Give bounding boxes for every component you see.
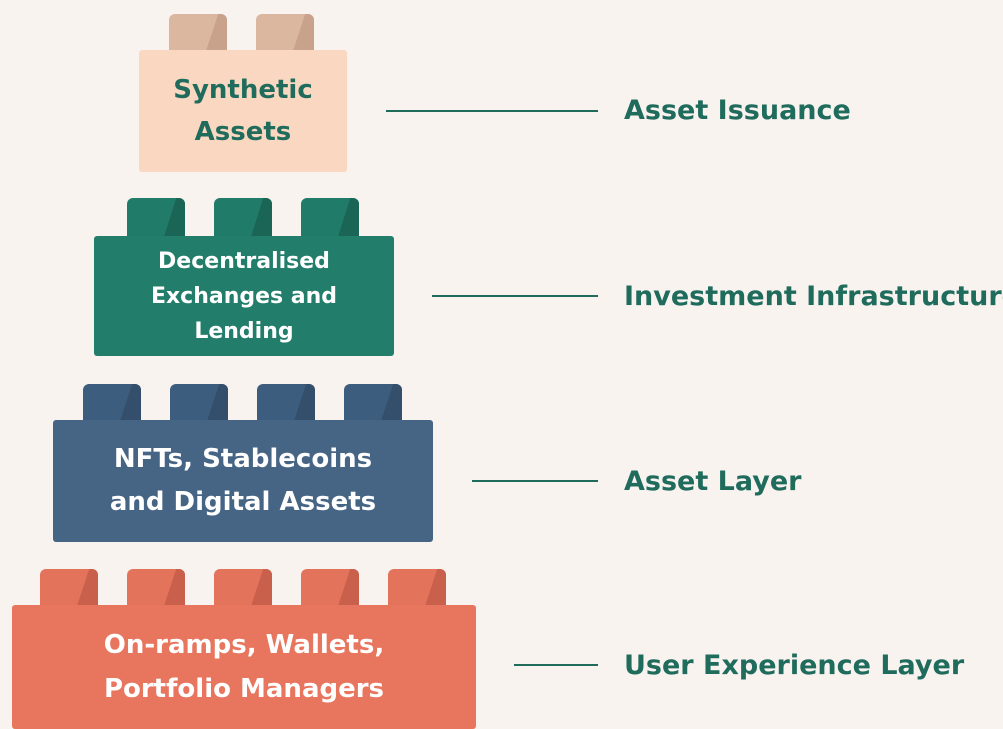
block-body: Decentralised Exchanges and Lending (94, 236, 394, 356)
block-stud (127, 198, 185, 240)
connector-line (386, 110, 598, 112)
block-text-line: Exchanges and (150, 283, 338, 309)
block-stud (127, 569, 185, 609)
block-text-line: Synthetic (173, 75, 313, 105)
layer-label-asset-issuance: Asset Issuance (624, 95, 851, 126)
block-body: On-ramps, Wallets, Portfolio Managers (12, 605, 476, 729)
block-text-line: Lending (194, 318, 294, 344)
block-stud (344, 384, 402, 424)
block-text-line: Decentralised (158, 248, 330, 274)
connector-line (514, 664, 598, 666)
block-text-line: On-ramps, Wallets, (103, 630, 385, 660)
block-stud (256, 14, 314, 54)
block-stud (388, 569, 446, 609)
block-stud (214, 198, 272, 240)
layer-label-user-experience-layer: User Experience Layer (624, 650, 965, 681)
connector-line (472, 480, 598, 482)
block-text-line: Assets (194, 117, 292, 147)
block-on-ramps-wallets: On-ramps, Wallets, Portfolio Managers (12, 569, 476, 729)
block-decentralised-exchanges: Decentralised Exchanges and Lending (94, 198, 394, 356)
block-stud (257, 384, 315, 424)
block-stud (40, 569, 98, 609)
block-stud (214, 569, 272, 609)
block-stud (170, 384, 228, 424)
layer-label-investment-infrastructure: Investment Infrastructure (624, 281, 1003, 312)
block-stud (301, 198, 359, 240)
block-text-line: NFTs, Stablecoins (113, 444, 373, 474)
block-nfts-stablecoins: NFTs, Stablecoins and Digital Assets (53, 384, 433, 542)
layer-label-asset-layer: Asset Layer (624, 466, 802, 497)
block-text-line: Portfolio Managers (103, 674, 385, 704)
block-body: NFTs, Stablecoins and Digital Assets (53, 420, 433, 542)
connector-line (432, 295, 598, 297)
block-stud (83, 384, 141, 424)
block-stud (169, 14, 227, 54)
block-text-line: and Digital Assets (109, 487, 377, 517)
block-synthetic-assets: Synthetic Assets (139, 14, 347, 172)
block-stud (301, 569, 359, 609)
block-body: Synthetic Assets (139, 50, 347, 172)
